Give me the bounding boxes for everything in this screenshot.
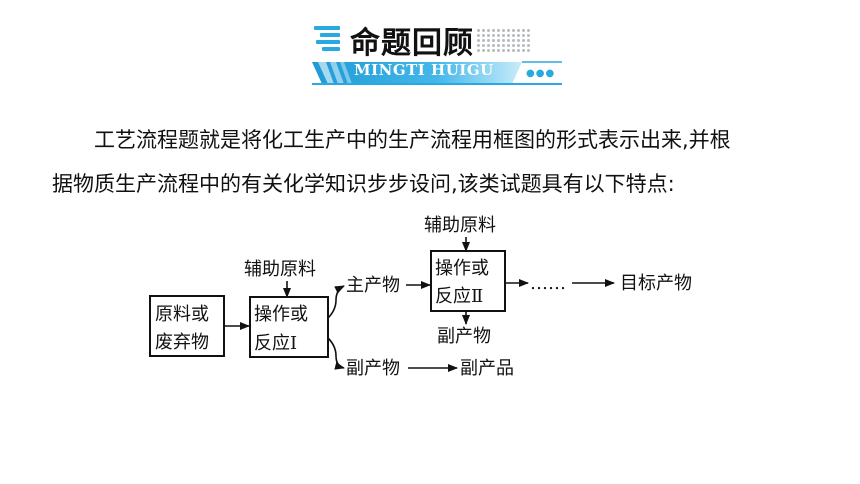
header-title: 命题回顾 [350,26,474,61]
paragraph-line-1-text: 工艺流程题就是将化工生产中的生产流程用框图的形式表示出来,并根 [94,128,731,152]
main-product-label: 主产物 [346,275,400,296]
intro-paragraph: 工艺流程题就是将化工生产中的生产流程用框图的形式表示出来,并根 据物质生产流程中… [52,118,822,206]
target-product-label: 目标产物 [620,273,692,294]
paragraph-line-2: 据物质生产流程中的有关化学知识步步设问,该类试题具有以下特点: [52,172,675,196]
raw-box-line1: 原料或 [155,304,209,325]
ribbon-dots-decoration: ●●● [526,68,556,79]
stripes-icon [314,26,340,56]
dot-pattern-decoration [476,28,532,54]
operation-1-box [249,296,329,358]
section-header: 命题回顾 MINGTI HUIGU ●●● [300,8,570,85]
raw-box-line2: 废弃物 [155,332,209,353]
op1-box-line1: 操作或 [254,304,308,325]
aux-material-label-1: 辅助原料 [244,259,316,280]
op1-box-line2: 反应Ⅰ [254,333,297,354]
operation-2-box [430,250,506,312]
header-ribbon [312,61,562,85]
op2-box-line1: 操作或 [435,258,489,279]
byproduct-label-bottom: 副产物 [346,358,400,379]
byproduct-goods-label: 副产品 [460,358,514,379]
ellipsis-label: …… [530,273,566,294]
aux-material-label-2: 辅助原料 [424,215,496,236]
op2-box-line2: 反应Ⅱ [435,286,483,307]
arrow-op1-to-main [327,285,345,319]
header-subtitle: MINGTI HUIGU [354,61,494,79]
paragraph-line-1: 工艺流程题就是将化工生产中的生产流程用框图的形式表示出来,并根 [52,118,822,162]
arrow-op1-to-byproduct [327,337,345,370]
byproduct-label-top: 副产物 [437,326,491,347]
